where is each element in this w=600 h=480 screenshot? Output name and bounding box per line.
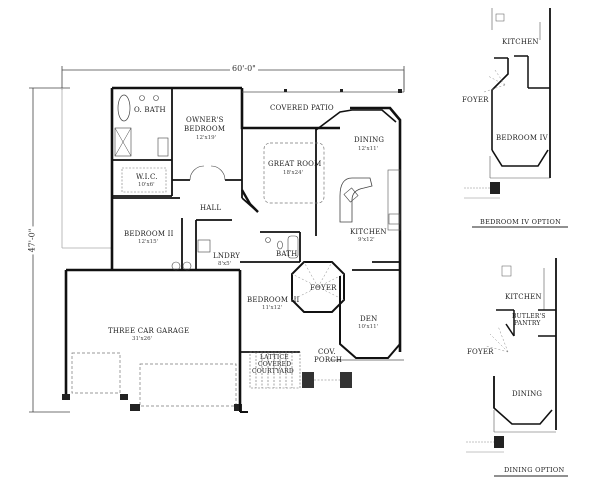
dining-option-pantry-label-line2: Pantry: [514, 320, 541, 327]
bedroom-iv-option-kitchen-label: Kitchen: [502, 38, 539, 46]
bedroom-iv-option-drawing: [464, 8, 568, 228]
courtyard-label-line2: Covered: [258, 361, 292, 368]
courtyard-label-line1: Lattice: [260, 354, 289, 361]
owners-bedroom-label-line2: Bedroom: [184, 125, 226, 133]
great-room-ceiling-outline: [263, 142, 325, 204]
wic-label: W.I.C.: [136, 173, 158, 181]
owners-bedroom-label-line1: Owner's: [186, 116, 224, 124]
garage-dimension: 31'x26': [132, 336, 153, 342]
dining-bay-wall: [315, 109, 397, 131]
overall-width-dimension: 60'-0": [230, 64, 258, 73]
foyer-octagon: [291, 261, 345, 313]
owners-bath-label: O. Bath: [134, 106, 166, 114]
bedroom-2-dimension: 12'x15': [138, 239, 159, 245]
bedroom-iv-option-caption: Bedroom IV Option: [480, 218, 562, 226]
tub: [117, 94, 131, 122]
bedroom-iv-option-foyer-label: Foyer: [462, 96, 489, 104]
covered-patio-label: Covered Patio: [270, 104, 334, 112]
cov-porch-label-line2: Porch: [314, 356, 343, 364]
foyer-label: Foyer: [310, 284, 337, 292]
overall-depth-dimension: 47'-0": [27, 226, 37, 255]
dining-option-foyer-label: Foyer: [467, 348, 494, 356]
dining-label: Dining: [354, 136, 385, 144]
den-label: Den: [360, 315, 378, 323]
bath-label: Bath: [276, 250, 298, 258]
bedroom-3-label: Bedroom III: [247, 296, 300, 304]
dining-option-room-label: Dining: [512, 390, 543, 398]
bedroom-2-label: Bedroom II: [124, 230, 174, 238]
owners-bedroom-dimension: 12'x19': [196, 135, 217, 141]
kitchen-island: [339, 177, 373, 223]
great-room-label: Great Room: [268, 160, 322, 168]
dining-option-drawing: [466, 258, 568, 477]
interior-walls: [112, 88, 400, 353]
garage-door-2: [139, 363, 237, 407]
garage-door-1: [71, 352, 121, 394]
hall-label: Hall: [200, 204, 222, 212]
lattice-courtyard: [249, 351, 301, 389]
porch-column-left: [302, 372, 314, 388]
cov-porch-label-line1: Cov.: [318, 348, 336, 356]
exterior-walls: [64, 86, 402, 410]
courtyard-label-line3: Courtyard: [252, 368, 294, 375]
laundry-label: Lndry: [213, 252, 241, 260]
porch-column-right: [340, 372, 352, 388]
dining-option-pantry-label-line1: Butler's: [512, 313, 546, 320]
den-bay-wall: [339, 276, 401, 359]
garage-label: Three Car Garage: [108, 327, 190, 335]
wic-dimension: 10'x6': [138, 182, 155, 188]
bedroom-3-dimension: 11'x12': [262, 305, 283, 311]
den-dimension: 10'x11': [358, 324, 379, 330]
bedroom-iv-option-room-label: Bedroom IV: [496, 134, 548, 142]
dining-option-kitchen-label: Kitchen: [505, 293, 542, 301]
great-room-dimension: 18'x24': [283, 170, 304, 176]
dining-option-caption: Dining Option: [504, 466, 565, 474]
kitchen-label: Kitchen: [350, 228, 387, 236]
great-room-angled-wall: [240, 189, 259, 213]
laundry-dimension: 8'x5': [218, 261, 232, 267]
dining-dimension: 12'x11': [358, 146, 379, 152]
kitchen-dimension: 9'x12': [358, 237, 375, 243]
